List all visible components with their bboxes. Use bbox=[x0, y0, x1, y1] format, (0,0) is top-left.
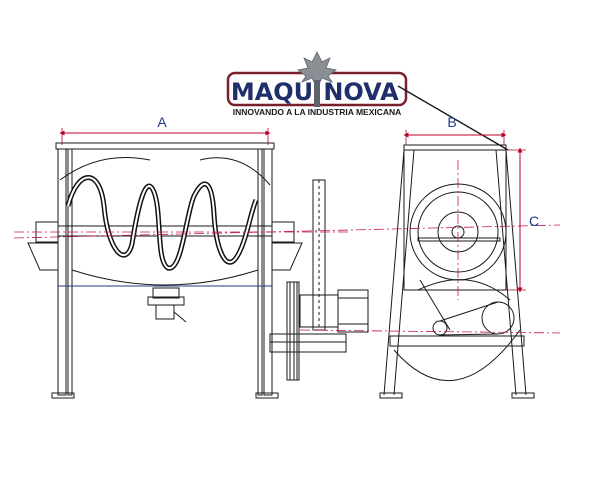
front-motor-body bbox=[299, 294, 339, 328]
front-motor-housing bbox=[337, 289, 369, 333]
side-right-leg-outer bbox=[505, 149, 527, 396]
front-valve-outlet bbox=[155, 304, 175, 320]
side-small-pulley bbox=[432, 320, 448, 336]
front-left-leg bbox=[57, 148, 67, 396]
logo-right-word: NOVA bbox=[323, 78, 399, 106]
front-valve-body bbox=[152, 287, 180, 299]
side-right-leg-inner bbox=[495, 149, 517, 396]
dimension-a: A bbox=[59, 114, 271, 145]
front-left-flange bbox=[27, 242, 59, 271]
side-left-foot bbox=[379, 392, 403, 399]
side-view bbox=[379, 144, 535, 399]
logo-left-word: MAQU bbox=[231, 78, 313, 106]
logo: MAQU NOVA INNOVANDO A LA INDUSTRIA MEXIC… bbox=[226, 51, 408, 117]
front-right-foot bbox=[255, 392, 279, 399]
motor-centerline bbox=[299, 329, 561, 334]
dimension-b-label: B bbox=[447, 114, 456, 130]
side-belt-bottom bbox=[439, 333, 499, 336]
front-right-leg bbox=[263, 148, 273, 396]
front-valve-handle bbox=[173, 311, 187, 323]
side-lid-open bbox=[397, 85, 509, 151]
dimension-c: C bbox=[506, 147, 539, 293]
logo-tagline: INNOVANDO A LA INDUSTRIA MEXICANA bbox=[233, 107, 402, 117]
front-cover-arc-right bbox=[199, 157, 271, 186]
long-centerline bbox=[13, 224, 561, 239]
side-guard-arc bbox=[393, 329, 521, 382]
front-pulley-large bbox=[286, 281, 300, 381]
dimension-c-label: C bbox=[529, 213, 539, 229]
front-right-leg-inner bbox=[257, 148, 263, 396]
front-trough bbox=[71, 150, 259, 286]
front-right-flange bbox=[271, 242, 303, 271]
front-top-rim bbox=[55, 142, 275, 150]
front-cover-arc-left bbox=[59, 157, 151, 181]
front-motor-base bbox=[269, 333, 347, 343]
front-left-leg-inner bbox=[67, 148, 73, 396]
side-belt-top bbox=[439, 301, 499, 322]
maple-leaf-icon bbox=[297, 51, 337, 107]
front-left-foot bbox=[51, 392, 75, 399]
side-top-rim bbox=[403, 144, 507, 151]
side-tank bbox=[403, 149, 507, 291]
dimension-a-label: A bbox=[157, 114, 167, 130]
front-view bbox=[27, 142, 369, 399]
side-large-pulley bbox=[481, 301, 515, 335]
side-base-frame bbox=[389, 335, 525, 347]
dimension-b: B bbox=[403, 114, 507, 145]
front-motor-skid bbox=[269, 341, 347, 353]
side-left-leg-outer bbox=[383, 149, 405, 396]
front-ribbon-highlight bbox=[67, 176, 257, 270]
front-shaft bbox=[57, 225, 273, 237]
side-right-foot bbox=[511, 392, 535, 399]
